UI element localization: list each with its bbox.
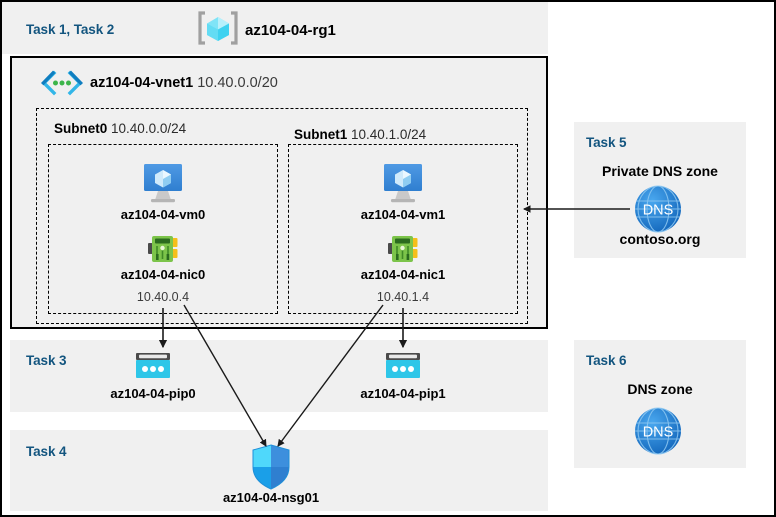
resource-group-icon: [198, 10, 238, 46]
subnet1-cidr: 10.40.1.0/24: [351, 127, 427, 142]
vnet-name: az104-04-vnet1: [90, 75, 194, 91]
pip0-label: az104-04-pip0: [110, 386, 196, 401]
task-label-rg: Task 1, Task 2: [26, 22, 115, 37]
network-interface-icon: [386, 234, 420, 266]
nic1-ip: 10.40.1.4: [376, 290, 430, 304]
task-label-private-dns: Task 5: [586, 135, 627, 150]
nsg-label: az104-04-nsg01: [222, 490, 320, 505]
subnet0-label: Subnet0 10.40.0.0/24: [54, 121, 186, 136]
virtual-machine-icon: [378, 162, 428, 204]
dns-icon-text: DNS: [643, 425, 674, 441]
subnet0-cidr: 10.40.0.0/24: [111, 121, 187, 136]
resource-group-band: [2, 2, 548, 54]
network-interface-icon: [146, 234, 180, 266]
virtual-network-icon: [40, 70, 84, 96]
nic0-label: az104-04-nic0: [120, 267, 206, 282]
nic1-label: az104-04-nic1: [360, 267, 446, 282]
private-dns-name: contoso.org: [619, 231, 701, 247]
vm1-label: az104-04-vm1: [360, 207, 446, 222]
dns-icon-text: DNS: [643, 203, 674, 219]
task-label-public-dns: Task 6: [586, 353, 627, 368]
vm0-label: az104-04-vm0: [120, 207, 206, 222]
public-ip-icon: [133, 351, 173, 383]
private-dns-heading: Private DNS zone: [602, 163, 718, 179]
network-security-group-icon: [251, 444, 291, 490]
subnet1-label: Subnet1 10.40.1.0/24: [294, 127, 426, 142]
public-ip-panel: [10, 340, 548, 412]
task-label-nsg: Task 4: [26, 444, 67, 459]
pip1-label: az104-04-pip1: [360, 386, 446, 401]
virtual-machine-icon: [138, 162, 188, 204]
public-dns-heading: DNS zone: [627, 381, 693, 397]
vnet-box: [10, 56, 548, 329]
dns-zone-icon: DNS: [633, 406, 683, 456]
dns-zone-icon: DNS: [633, 184, 683, 234]
nic0-ip: 10.40.0.4: [136, 290, 190, 304]
vnet-title: az104-04-vnet1 10.40.0.0/20: [90, 75, 278, 91]
subnet1-name: Subnet1: [294, 127, 348, 142]
subnet0-name: Subnet0: [54, 121, 108, 136]
resource-group-name: az104-04-rg1: [245, 22, 336, 39]
task-label-pip: Task 3: [26, 353, 67, 368]
public-ip-icon: [383, 351, 423, 383]
vnet-address-space: 10.40.0.0/20: [197, 75, 278, 91]
